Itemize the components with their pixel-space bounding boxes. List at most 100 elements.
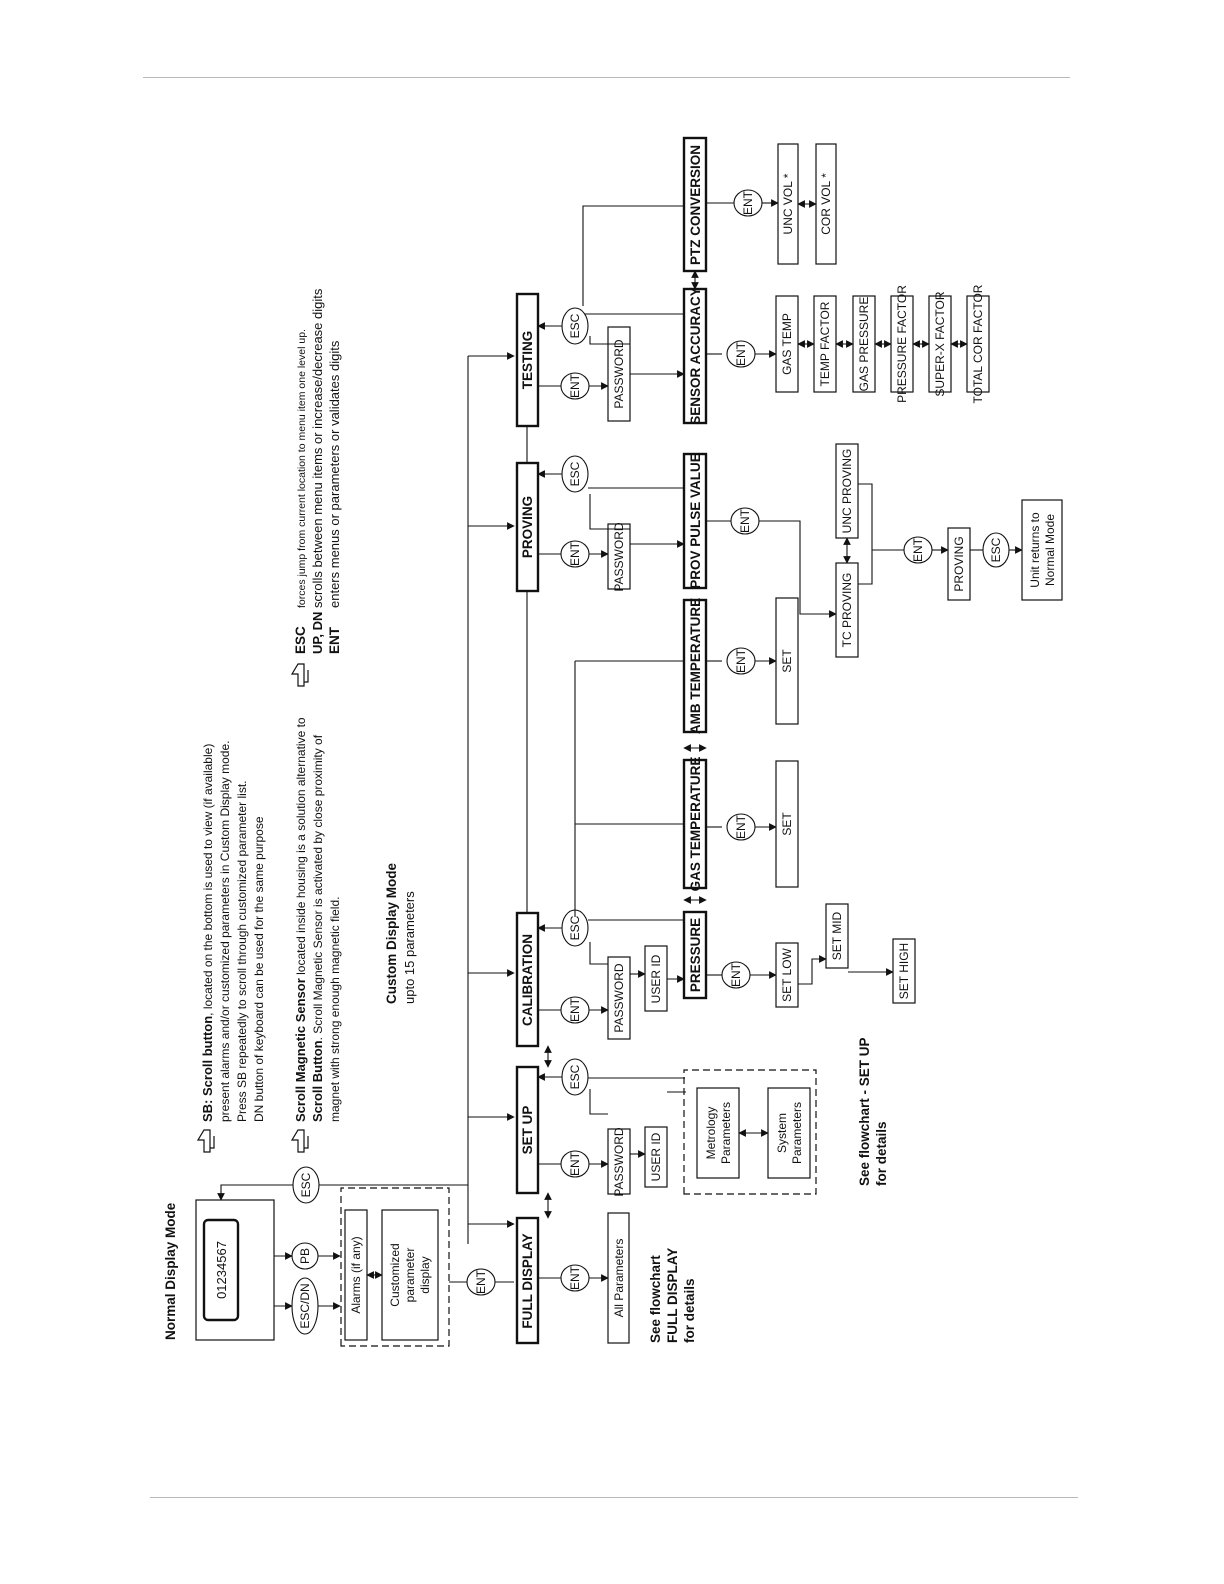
sensor-item-4: PRESSURE FACTOR <box>895 285 909 403</box>
setup-user-id-label: USER ID <box>649 1132 663 1181</box>
menu-set-up[interactable] <box>515 1065 540 1195</box>
set-mid-label: SET MID <box>830 911 844 960</box>
all-parameters-label: All Parameters <box>612 1239 626 1318</box>
ent-label-ambtemp: ENT <box>734 648 748 673</box>
ent-label-custom: ENT <box>474 1269 488 1294</box>
ent-key-desc: enters menus or parameters or validates … <box>327 340 342 608</box>
sensor-item-1: GAS TEMP <box>780 313 794 375</box>
cal-pressure-label: PRESSURE <box>688 918 703 992</box>
ent-label-pulse: ENT <box>738 508 752 533</box>
sb-note-line2: present alarms and/or customized paramet… <box>218 741 232 1123</box>
menu-set-up-label: SET UP <box>520 1106 535 1155</box>
see-full-display-2: FULL DISPLAY <box>665 1248 680 1343</box>
sms-note-line1: Scroll Magnetic Sensor located inside ho… <box>293 717 308 1122</box>
menu-calibration-label: CALIBRATION <box>520 934 535 1026</box>
sms-note-line2: Scroll Button. Scroll Magnetic Sensor is… <box>310 734 325 1122</box>
menu-full-display-label: FULL DISPLAY <box>520 1233 535 1328</box>
custom-display-group <box>340 1187 450 1347</box>
ent-label-sensor: ENT <box>734 341 748 366</box>
menu-proving-label: PROVING <box>520 496 535 558</box>
ptz-item-2: COR VOL * <box>819 173 833 235</box>
pb-label: PB <box>298 1248 312 1264</box>
ptz-conversion-label: PTZ CONVERSION <box>688 145 703 265</box>
ent-label-setup: ENT <box>568 1151 582 1176</box>
cal-password-label: PASSWORD <box>612 963 626 1032</box>
set-mid-box <box>825 903 849 969</box>
normal-display-mode-title: Normal Display Mode <box>163 1202 178 1340</box>
ambtemp-set-box <box>775 597 799 725</box>
cal-amb-temperature-label: AMB TEMPERATURE <box>688 598 703 734</box>
sb-note-line4: DN button of keyboard can be used for th… <box>252 816 266 1122</box>
pointing-hand-icon <box>290 1129 309 1153</box>
gastemp-set-label: SET <box>780 812 794 836</box>
esc-label-top: ESC <box>299 1172 313 1197</box>
sensor-items-list: GAS TEMP TEMP FACTOR GAS PRESSURE PRESSU… <box>775 284 990 403</box>
see-full-display-1: See flowchart <box>648 1255 663 1343</box>
setup-password-box <box>607 1128 631 1195</box>
customized-line1: Customized <box>388 1243 402 1306</box>
setup-password-label: PASSWORD <box>612 1127 626 1196</box>
see-setup-1: See flowchart - SET UP <box>857 1037 872 1186</box>
test-password-label: PASSWORD <box>612 339 626 408</box>
prov-password-label: PASSWORD <box>612 522 626 591</box>
unc-proving-label: UNC PROVING <box>840 449 854 534</box>
prov-password-box <box>607 523 631 590</box>
cal-amb-temperature-box[interactable] <box>682 598 708 734</box>
cal-pressure-box[interactable] <box>682 910 708 1000</box>
setup-params-group <box>683 1069 817 1195</box>
cal-password-box <box>607 956 631 1040</box>
sensor-item-2: TEMP FACTOR <box>818 301 832 386</box>
ptz-conversion-box[interactable] <box>682 136 708 273</box>
esc-label-calibration: ESC <box>568 915 582 940</box>
esc-label-proving-result: ESC <box>989 537 1003 562</box>
ent-label-calibration: ENT <box>568 997 582 1022</box>
prov-pulse-value-label: PROV PULSE VALUE <box>688 453 703 589</box>
sb-note-line3: Press SB repeatedly to scroll through cu… <box>235 781 249 1122</box>
display-screen <box>202 1218 240 1322</box>
pointing-hand-icon <box>290 663 309 687</box>
customized-line2: parameter <box>403 1248 417 1303</box>
customized-line3: display <box>418 1256 432 1293</box>
esc-label-testing: ESC <box>568 313 582 338</box>
ent-label-testing: ENT <box>568 373 582 398</box>
metrology-line2: Parameters <box>719 1102 733 1164</box>
all-parameters-box <box>607 1212 630 1344</box>
cal-user-id-label: USER ID <box>649 954 663 1003</box>
header-rule <box>143 77 1070 78</box>
ent-label-proving: ENT <box>568 541 582 566</box>
sensor-item-6: TOTAL COR FACTOR <box>971 284 985 403</box>
see-setup-2: for details <box>874 1121 889 1186</box>
footer-rule <box>150 1497 1078 1498</box>
sms-note-line3: magnet with strong enough magnetic field… <box>328 897 342 1122</box>
alarms-label: Alarms (if any) <box>349 1236 363 1313</box>
set-low-label: SET LOW <box>780 947 794 1001</box>
menu-full-display[interactable] <box>515 1216 540 1345</box>
pointing-hand-icon <box>196 1129 215 1153</box>
esc-label-proving: ESC <box>568 461 582 486</box>
custom-mode-title: Custom Display Mode <box>384 862 399 1004</box>
ent-label-pressure: ENT <box>729 962 743 987</box>
esc-dn-label: ESC/DN <box>298 1283 312 1328</box>
esc-key-label: ESC <box>293 626 308 654</box>
esc-label-setup: ESC <box>568 1064 582 1089</box>
ent-label-gastemp: ENT <box>734 814 748 839</box>
ambtemp-set-label: SET <box>780 649 794 673</box>
tc-proving-label: TC PROVING <box>840 573 854 648</box>
see-full-display-3: for details <box>682 1278 697 1343</box>
custom-mode-sub: upto 15 parameters <box>402 891 417 1004</box>
unit-returns-box <box>1021 499 1063 601</box>
proving-result-box <box>947 527 971 601</box>
cal-gas-temperature-label: GAS TEMPERATURE <box>688 757 703 892</box>
unit-returns-line2: Normal Mode <box>1043 514 1057 586</box>
menu-testing-label: TESTING <box>520 331 535 390</box>
ent-key-label: ENT <box>327 626 342 654</box>
esc-key-desc: forces jump from current location to men… <box>296 329 308 608</box>
sensor-item-5: SUPER-X FACTOR <box>933 291 947 396</box>
unit-returns-line1: Unit returns to <box>1028 512 1042 588</box>
ent-label-ptz: ENT <box>741 190 755 215</box>
sensor-accuracy-label: SENSOR ACCURACY <box>688 287 703 425</box>
proving-result-label: PROVING <box>952 536 966 591</box>
sb-note-line1: SB: Scroll button, located on the bottom… <box>200 744 215 1122</box>
display-value: 01234567 <box>214 1241 229 1299</box>
